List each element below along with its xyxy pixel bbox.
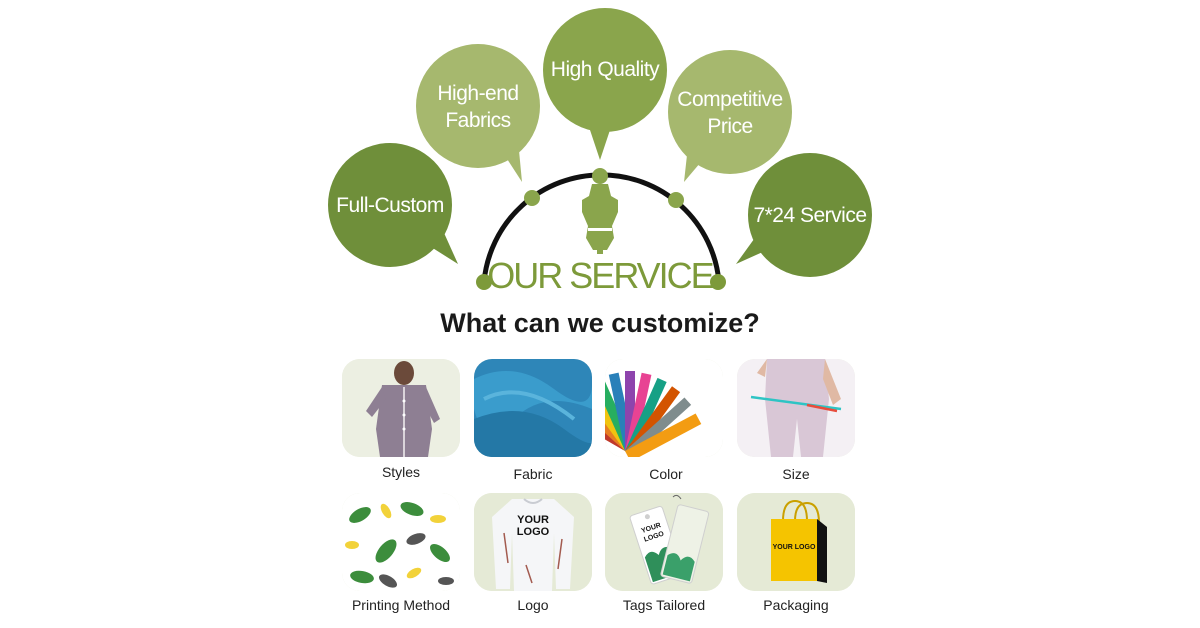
caption-packaging: Packaging bbox=[763, 597, 829, 613]
bubble-high-end-label-1: High-end bbox=[437, 82, 518, 105]
arc-node bbox=[524, 190, 540, 206]
card-packaging: YOUR LOGO bbox=[737, 493, 855, 591]
pajama-model-image bbox=[342, 359, 460, 457]
caption-fabric: Fabric bbox=[513, 466, 553, 482]
leaf-print-pattern-image bbox=[342, 493, 460, 591]
shirt-logo-text-2: LOGO bbox=[517, 526, 550, 538]
caption-color: Color bbox=[649, 466, 683, 482]
bubble-high-end-fabrics: High-end Fabrics bbox=[416, 44, 540, 182]
arc-node bbox=[710, 274, 726, 290]
bubble-competitive-price: Competitive Price bbox=[668, 50, 792, 182]
bubble-full-custom: Full-Custom bbox=[328, 143, 458, 267]
fabric-image bbox=[474, 359, 592, 457]
card-color bbox=[605, 359, 723, 457]
mannequin-icon bbox=[582, 184, 618, 254]
card-logo: YOUR LOGO bbox=[474, 493, 592, 591]
bubble-high-quality: High Quality bbox=[543, 8, 667, 160]
bubble-full-custom-label: Full-Custom bbox=[336, 194, 444, 217]
measuring-model-image bbox=[737, 359, 855, 457]
hang-tags-image: YOUR LOGO bbox=[605, 493, 723, 591]
bubble-competitive-label-1: Competitive bbox=[677, 88, 782, 111]
card-fabric bbox=[474, 359, 592, 457]
card-printing-method bbox=[342, 493, 460, 591]
arc-node bbox=[592, 168, 608, 184]
bag-logo-text: YOUR LOGO bbox=[773, 544, 816, 551]
card-styles bbox=[342, 359, 460, 457]
bubble-high-end-label-2: Fabrics bbox=[445, 109, 510, 132]
bubble-high-quality-label: High Quality bbox=[551, 58, 660, 81]
color-swatch-fan-image bbox=[605, 359, 723, 457]
caption-tags-tailored: Tags Tailored bbox=[622, 597, 706, 613]
caption-size: Size bbox=[782, 466, 810, 482]
bubble-247-service-label: 7*24 Service bbox=[753, 204, 866, 227]
service-title: OUR SERVICE bbox=[487, 255, 713, 296]
card-size bbox=[737, 359, 855, 457]
bubble-247-service: 7*24 Service bbox=[736, 153, 872, 277]
caption-logo: Logo bbox=[517, 597, 549, 613]
shirt-logo-text-1: YOUR bbox=[517, 514, 549, 526]
service-diagram: Full-Custom High-end Fabrics High Qualit… bbox=[328, 8, 872, 296]
arc-node bbox=[476, 274, 492, 290]
caption-printing-method: Printing Method bbox=[351, 597, 451, 613]
caption-styles: Styles bbox=[381, 464, 421, 480]
arc-node bbox=[668, 192, 684, 208]
shopping-bag-image: YOUR LOGO bbox=[737, 493, 855, 591]
card-tags-tailored: YOUR LOGO bbox=[605, 493, 723, 591]
bubble-competitive-label-2: Price bbox=[707, 115, 752, 138]
logo-shirt-image: YOUR LOGO bbox=[474, 493, 592, 591]
page-headline: What can we customize? bbox=[440, 308, 760, 338]
